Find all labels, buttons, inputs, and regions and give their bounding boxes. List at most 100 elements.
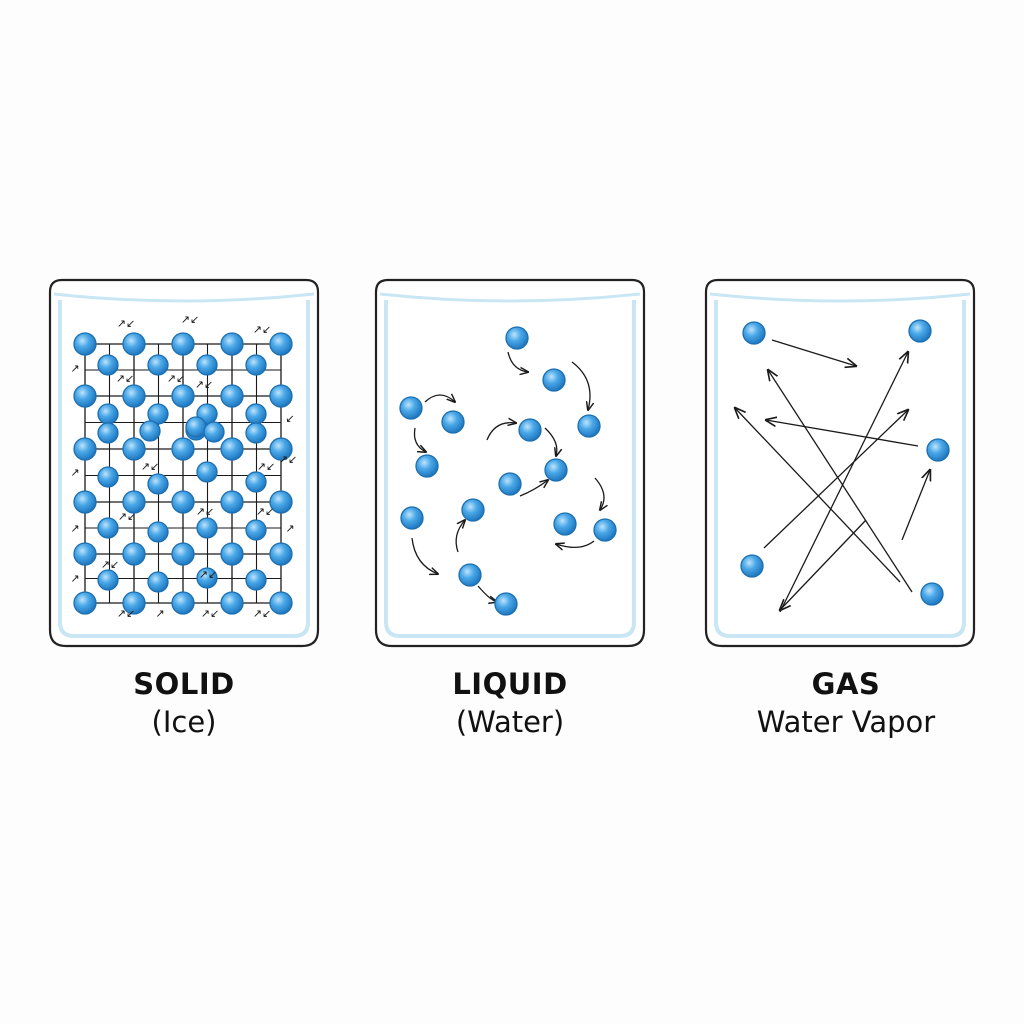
particle [196,461,218,483]
particle [926,438,950,462]
motion-arrow [519,480,548,497]
particle [122,490,146,514]
solid-label: SOLID [133,667,235,701]
solid-vibration-marks: ↗↙↗↙↗↙↗↗↙↗↙↗↙↙↗↙↗↗↙↗↙↗↙↗↙↗↙↗↗↗↙↗↙↗↗↙↗↗↙↗… [70,313,297,620]
particle [593,518,617,542]
vibration-mark: ↗↙ [181,313,199,326]
vibration-mark: ↗↙ [253,607,271,620]
particle [505,326,529,350]
liquid-sublabel: (Water) [455,705,565,739]
vibration-mark: ↗ [70,466,79,479]
particle [220,437,244,461]
particle [553,512,577,536]
particle [196,354,218,376]
particle [461,498,485,522]
particle [269,437,293,461]
vibration-mark: ↗↙ [116,372,134,385]
particle [399,396,423,420]
particle [220,332,244,356]
liquid-particles [399,326,617,616]
motion-arrow [780,519,867,610]
motion-arrow [556,540,595,547]
vibration-mark: ↗↙ [117,317,135,330]
gas-motion-arrows [735,339,930,613]
particle [269,542,293,566]
vibration-mark: ↗↙ [196,505,214,518]
motion-arrow [779,352,908,613]
particle [245,354,267,376]
solid-sublabel: (Ice) [151,705,217,739]
gas-container [704,278,976,648]
particle [269,332,293,356]
particle [97,354,119,376]
motion-arrow [571,361,590,410]
particle [742,321,766,345]
particle [122,542,146,566]
particle [577,414,601,438]
vibration-mark: ↙ [285,412,294,425]
particle [245,403,267,425]
particle [518,418,542,442]
particle [185,416,207,438]
gas-sublabel: Water Vapor [756,705,936,739]
particle [920,582,944,606]
particle [220,591,244,615]
motion-arrow [424,395,455,402]
particle [740,554,764,578]
vibration-mark: ↗↙ [256,505,274,518]
particle [245,519,267,541]
particle [908,319,932,343]
particle [97,403,119,425]
particle [97,569,119,591]
vibration-mark: ↗↙ [279,453,297,466]
vibration-mark: ↗↙ [167,372,185,385]
vibration-mark: ↗↙ [257,460,275,473]
particle [73,542,97,566]
vibration-mark: ↗↙ [199,568,217,581]
liquid-label: LIQUID [452,667,568,701]
particle [245,471,267,493]
particle [245,569,267,591]
particle [542,368,566,392]
liquid-caption: LIQUID (Water) [360,666,660,742]
particle [147,521,169,543]
particle [147,473,169,495]
motion-arrow [411,537,438,574]
motion-arrow [455,520,465,553]
vibration-mark: ↗ [70,572,79,585]
motion-arrow [507,351,528,372]
particle [196,517,218,539]
particle [97,422,119,444]
particle [220,384,244,408]
solid-particles [73,332,293,615]
particle [220,542,244,566]
particle [415,454,439,478]
motion-arrow [413,427,426,452]
particle [400,506,424,530]
solid-caption: SOLID (Ice) [34,666,334,742]
solid-container: ↗↙↗↙↗↙↗↗↙↗↙↗↙↙↗↙↗↗↙↗↙↗↙↗↙↗↙↗↗↗↙↗↙↗↗↙↗↗↙↗… [48,278,320,648]
motion-arrow [486,423,516,441]
motion-arrow [901,470,930,541]
particle [73,591,97,615]
particle [269,384,293,408]
motion-arrow [763,410,908,549]
particle [171,437,195,461]
particle [122,332,146,356]
vibration-mark: ↗↙ [201,607,219,620]
particle [441,410,465,434]
particle [269,490,293,514]
motion-arrow [735,408,901,583]
vibration-mark: ↗ [70,362,79,375]
liquid-motion-arrows [411,351,604,602]
particle [494,592,518,616]
motion-arrow [544,427,557,456]
vibration-mark: ↗ [155,607,164,620]
particle [147,354,169,376]
liquid-container [374,278,646,648]
particle [97,517,119,539]
particle [171,591,195,615]
particle [544,458,568,482]
vibration-mark: ↗ [70,522,79,535]
